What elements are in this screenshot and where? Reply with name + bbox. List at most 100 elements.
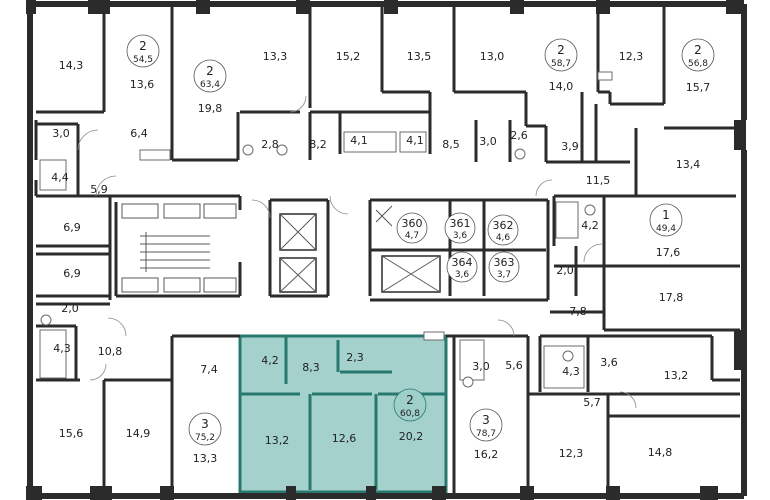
- room-label: 2,8: [261, 138, 279, 151]
- storage-number: 360: [402, 217, 423, 230]
- doors: [77, 95, 637, 409]
- unit-room-count: 3: [201, 417, 209, 431]
- unit-room-count: 2: [557, 43, 565, 57]
- room-label: 4,1: [350, 134, 368, 147]
- unit-area: 54,5: [133, 55, 153, 65]
- unit-badge[interactable]: 2 54,5: [126, 34, 160, 68]
- room-label: 16,2: [474, 448, 499, 461]
- room-label: 3,0: [479, 135, 497, 148]
- room-label: 2,0: [61, 302, 79, 315]
- core: [121, 203, 441, 293]
- room-label: 6,9: [63, 267, 81, 280]
- unit-badge[interactable]: 2 63,4: [193, 59, 227, 93]
- storage-area: 4,7: [405, 231, 419, 241]
- room-label: 3,0: [472, 360, 490, 373]
- storage-number: 364: [452, 256, 473, 269]
- unit-area: 60,8: [400, 409, 420, 419]
- outer-walls: [26, 0, 747, 500]
- room-label: 14,0: [549, 80, 574, 93]
- room-label: 2,3: [346, 351, 364, 364]
- storage-cell[interactable]: 362 4,6: [487, 214, 519, 246]
- room-label: 3,9: [561, 140, 579, 153]
- storage-cell[interactable]: 360 4,7: [396, 212, 428, 244]
- room-label: 5,7: [583, 396, 601, 409]
- unit-badge[interactable]: 3 75,2: [188, 412, 222, 446]
- room-label: 13,5: [407, 50, 432, 63]
- room-label: 7,8: [569, 305, 587, 318]
- unit-room-count: 2: [694, 43, 702, 57]
- storage-area: 3,6: [455, 270, 470, 280]
- room-label: 14,8: [648, 446, 673, 459]
- unit-badge[interactable]: 2 58,7: [544, 38, 578, 72]
- room-label: 8,2: [309, 138, 327, 151]
- room-label: 12,3: [559, 447, 584, 460]
- room-label: 8,3: [302, 361, 320, 374]
- room-label: 15,7: [686, 81, 711, 94]
- room-label: 13,2: [664, 369, 689, 382]
- room-label: 17,8: [659, 291, 684, 304]
- room-label: 5,6: [505, 359, 523, 372]
- room-label: 3,0: [52, 127, 70, 140]
- room-label: 4,2: [581, 219, 599, 232]
- room-label: 2,6: [510, 129, 528, 142]
- room-label: 13,4: [676, 158, 701, 171]
- storage-cell[interactable]: 363 3,7: [488, 251, 520, 283]
- room-label: 4,2: [261, 354, 279, 367]
- fixtures: [39, 71, 613, 389]
- interior-walls: [34, 4, 740, 496]
- unit-room-count: 3: [482, 413, 490, 427]
- storage-cells: 360 4,7 361 3,6 362 4,6 364 3,6 363 3,7: [396, 212, 520, 283]
- storage-number: 362: [493, 219, 514, 232]
- storage-area: 4,6: [496, 233, 511, 243]
- unit-room-count: 1: [662, 208, 670, 222]
- room-label: 19,8: [198, 102, 223, 115]
- unit-badge[interactable]: 2 56,8: [681, 38, 715, 72]
- room-label: 4,4: [51, 171, 69, 184]
- room-label: 12,3: [619, 50, 644, 63]
- unit-area: 56,8: [688, 59, 708, 69]
- storage-area: 3,6: [453, 231, 468, 241]
- room-label: 13,0: [480, 50, 505, 63]
- room-label: 6,4: [130, 127, 148, 140]
- unit-area: 75,2: [195, 433, 215, 443]
- storage-number: 363: [494, 256, 515, 269]
- unit-badge-highlighted[interactable]: 2 60,8: [393, 388, 427, 422]
- room-label: 13,3: [193, 452, 218, 465]
- room-label: 11,5: [586, 174, 611, 187]
- unit-area: 63,4: [200, 80, 220, 90]
- room-label: 13,6: [130, 78, 155, 91]
- room-label: 20,2: [399, 430, 424, 443]
- room-label: 13,3: [263, 50, 288, 63]
- room-label: 13,2: [265, 434, 290, 447]
- unit-area: 58,7: [551, 59, 571, 69]
- room-label: 3,6: [600, 356, 618, 369]
- storage-cell[interactable]: 361 3,6: [444, 212, 476, 244]
- room-label: 2,0: [556, 264, 574, 277]
- room-label: 4,1: [406, 134, 424, 147]
- unit-room-count: 2: [139, 39, 147, 53]
- unit-area: 49,4: [656, 224, 676, 234]
- room-label: 4,3: [53, 342, 71, 355]
- storage-cell[interactable]: 364 3,6: [446, 251, 478, 283]
- storage-number: 361: [450, 217, 471, 230]
- storage-area: 3,7: [497, 270, 511, 280]
- room-label: 15,6: [59, 427, 84, 440]
- room-label: 15,2: [336, 50, 361, 63]
- room-label: 8,5: [442, 138, 460, 151]
- room-label: 14,3: [59, 59, 84, 72]
- room-label: 6,9: [63, 221, 81, 234]
- unit-badges: 2 54,5 2 63,4 2 58,7 2 56,8 1 49,4 3 75,…: [126, 34, 715, 446]
- unit-badge[interactable]: 1 49,4: [649, 203, 683, 237]
- room-label: 14,9: [126, 427, 151, 440]
- room-labels: 14,3 13,6 19,8 13,3 15,2 13,5 13,0 14,0 …: [51, 50, 710, 465]
- room-label: 10,8: [98, 345, 123, 358]
- unit-room-count: 2: [206, 64, 214, 78]
- room-label: 7,4: [200, 363, 218, 376]
- unit-badge[interactable]: 3 78,7: [469, 408, 503, 442]
- unit-room-count: 2: [406, 393, 414, 407]
- room-label: 4,3: [562, 365, 580, 378]
- room-label: 5,9: [90, 183, 108, 196]
- unit-area: 78,7: [476, 429, 496, 439]
- room-label: 17,6: [656, 246, 681, 259]
